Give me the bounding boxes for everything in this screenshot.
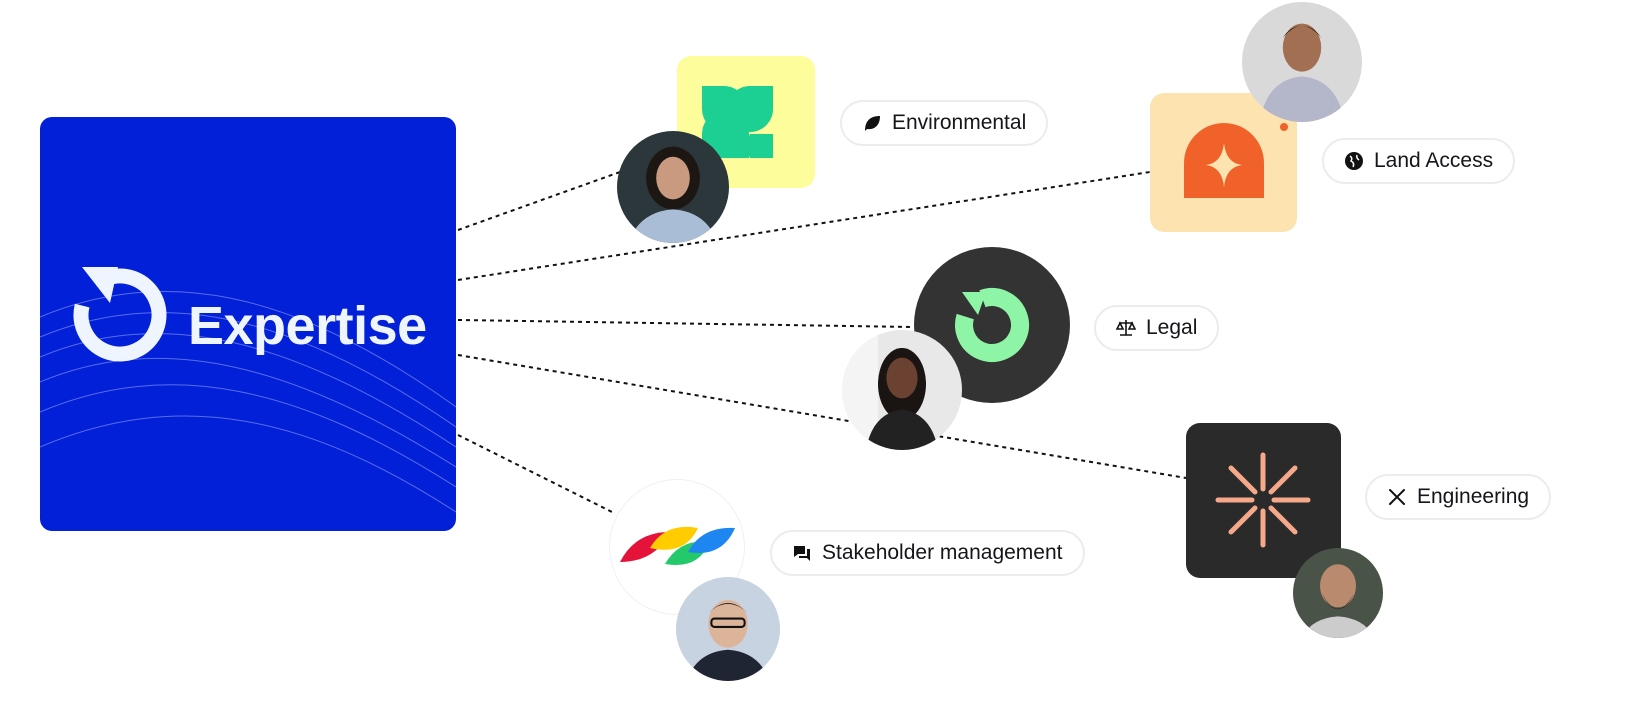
expert-avatar-stakeholder — [676, 577, 780, 681]
scale-icon — [1116, 320, 1136, 336]
land-access-logo-tile — [1150, 93, 1297, 232]
ring-logo-icon — [955, 288, 1029, 362]
leaf-icon — [865, 116, 880, 131]
expert-avatar-legal — [842, 330, 962, 450]
connector-legal — [457, 319, 913, 328]
hub-title: Expertise — [188, 296, 427, 356]
category-pill-legal[interactable]: Legal — [1094, 305, 1220, 351]
category-pill-engineering[interactable]: Engineering — [1365, 474, 1552, 520]
category-label: Legal — [1146, 316, 1198, 339]
category-label: Stakeholder management — [822, 541, 1063, 564]
globe-icon — [1345, 152, 1363, 170]
connector-stakeholder — [457, 434, 613, 513]
house-spark-logo-icon — [1184, 123, 1288, 198]
tools-icon — [1389, 489, 1405, 505]
petal-logo-icon — [702, 86, 773, 158]
category-label: Land Access — [1374, 149, 1494, 172]
connector-engineering — [457, 354, 1187, 479]
expertise-hub-card: Expertise — [40, 117, 456, 531]
starburst-logo-icon — [1215, 452, 1311, 548]
wave-lines — [40, 267, 456, 513]
expertise-logo-icon — [73, 267, 167, 362]
expert-avatar-environmental — [617, 131, 729, 243]
category-label: Engineering — [1417, 485, 1530, 508]
engineering-logo-tile — [1186, 423, 1341, 578]
expert-avatar-engineering — [1293, 548, 1383, 638]
expert-avatar-land-access — [1242, 2, 1362, 122]
category-pill-stakeholder-management[interactable]: Stakeholder management — [770, 530, 1085, 576]
connector-land-access — [457, 171, 1151, 281]
category-label: Environmental — [892, 111, 1027, 134]
connector-environmental — [457, 171, 621, 231]
category-pill-environmental[interactable]: Environmental — [840, 100, 1049, 146]
chat-icon — [794, 546, 810, 561]
leaf-trio-logo-icon — [620, 526, 735, 566]
category-pill-land-access[interactable]: Land Access — [1322, 138, 1516, 184]
